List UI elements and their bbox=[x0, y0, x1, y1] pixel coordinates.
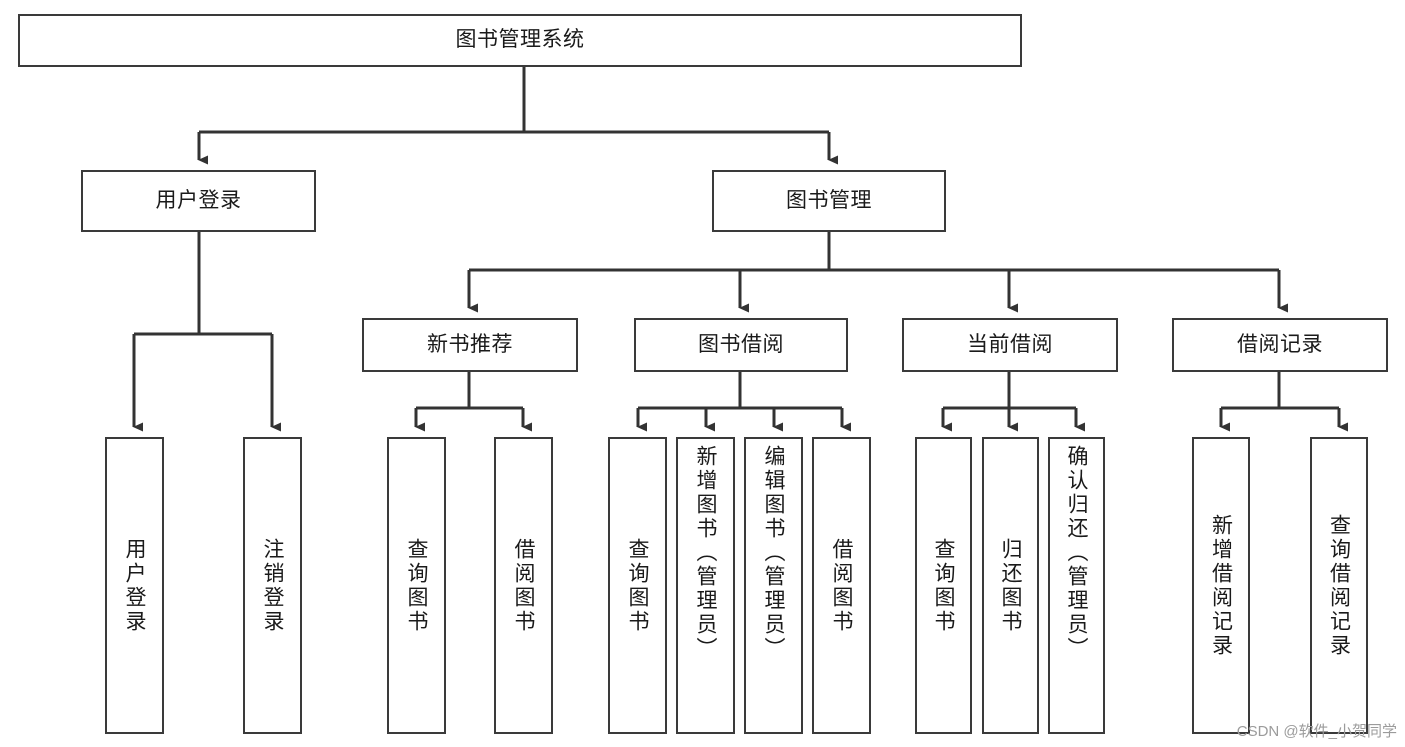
node-leaf-edit-book[interactable]: 编辑图书（管理员） bbox=[744, 437, 803, 734]
node-leaf-query-record[interactable]: 查询借阅记录 bbox=[1310, 437, 1368, 734]
node-leaf-query-record-label: 查询借阅记录 bbox=[1327, 513, 1351, 658]
node-borrow-record[interactable]: 借阅记录 bbox=[1172, 318, 1388, 372]
node-current-borrow-label: 当前借阅 bbox=[967, 332, 1053, 356]
node-borrow-record-label: 借阅记录 bbox=[1237, 332, 1323, 356]
node-leaf-borrow-book-b[interactable]: 借阅图书 bbox=[812, 437, 871, 734]
node-leaf-query-book-a-label: 查询图书 bbox=[405, 537, 428, 634]
node-root[interactable]: 图书管理系统 bbox=[18, 14, 1022, 67]
node-root-label: 图书管理系统 bbox=[455, 28, 585, 52]
node-new-book-rec[interactable]: 新书推荐 bbox=[362, 318, 578, 372]
node-leaf-user-login[interactable]: 用户登录 bbox=[105, 437, 164, 734]
node-leaf-return-book[interactable]: 归还图书 bbox=[982, 437, 1039, 734]
node-leaf-edit-book-label: 编辑图书（管理员） bbox=[762, 445, 785, 661]
node-leaf-borrow-book-a-label: 借阅图书 bbox=[512, 537, 535, 634]
watermark-text: CSDN @软件_小贺同学 bbox=[1236, 723, 1397, 740]
node-leaf-query-book-b-label: 查询图书 bbox=[626, 537, 649, 634]
node-leaf-add-record-label: 新增借阅记录 bbox=[1209, 513, 1233, 658]
node-leaf-query-book-b[interactable]: 查询图书 bbox=[608, 437, 667, 734]
node-leaf-user-login-label: 用户登录 bbox=[123, 537, 146, 634]
node-new-book-rec-label: 新书推荐 bbox=[427, 332, 513, 356]
node-current-borrow[interactable]: 当前借阅 bbox=[902, 318, 1118, 372]
node-leaf-add-book[interactable]: 新增图书（管理员） bbox=[676, 437, 735, 734]
node-leaf-logout-label: 注销登录 bbox=[261, 537, 284, 634]
node-user-login[interactable]: 用户登录 bbox=[81, 170, 316, 232]
node-leaf-confirm-return[interactable]: 确认归还（管理员） bbox=[1048, 437, 1105, 734]
node-leaf-logout[interactable]: 注销登录 bbox=[243, 437, 302, 734]
node-leaf-query-book-c-label: 查询图书 bbox=[932, 537, 955, 634]
node-leaf-add-book-label: 新增图书（管理员） bbox=[694, 445, 717, 661]
node-book-borrow-label: 图书借阅 bbox=[698, 332, 784, 356]
node-leaf-return-book-label: 归还图书 bbox=[999, 537, 1022, 634]
node-leaf-query-book-c[interactable]: 查询图书 bbox=[915, 437, 972, 734]
node-leaf-borrow-book-a[interactable]: 借阅图书 bbox=[494, 437, 553, 734]
node-user-login-label: 用户登录 bbox=[155, 188, 242, 212]
node-book-borrow[interactable]: 图书借阅 bbox=[634, 318, 848, 372]
node-leaf-borrow-book-b-label: 借阅图书 bbox=[830, 537, 853, 634]
node-leaf-add-record[interactable]: 新增借阅记录 bbox=[1192, 437, 1250, 734]
node-leaf-confirm-return-label: 确认归还（管理员） bbox=[1065, 445, 1088, 661]
node-book-manage[interactable]: 图书管理 bbox=[712, 170, 946, 232]
node-leaf-query-book-a[interactable]: 查询图书 bbox=[387, 437, 446, 734]
node-book-manage-label: 图书管理 bbox=[786, 188, 872, 212]
